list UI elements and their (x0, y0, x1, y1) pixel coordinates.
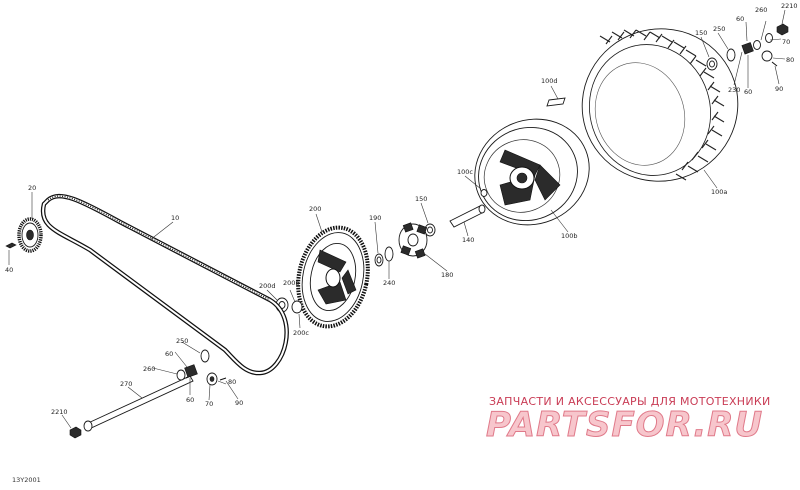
axle-adjuster (184, 364, 198, 378)
callout-80-left: 80 (228, 378, 236, 386)
callout-150-right: 150 (695, 29, 707, 37)
rear-pulley (296, 225, 370, 329)
callout-40: 40 (5, 266, 13, 274)
o-ring (384, 246, 394, 262)
bushing (374, 253, 384, 267)
front-pulley (17, 217, 43, 253)
wheel-nut-right (761, 50, 778, 67)
callout-200: 200 (309, 205, 321, 213)
axle-washer (176, 369, 186, 381)
watermark: ЗАПЧАСТИ И АКСЕССУАРЫ ДЛЯ МОТОТЕХНИКИ PA… (486, 395, 771, 446)
callout-60-left-lower: 60 (186, 396, 194, 404)
callout-2210-left: 2210 (51, 408, 68, 416)
wheel-bearing-right (706, 57, 718, 71)
axle-nut (206, 372, 218, 386)
callout-260-left: 260 (143, 365, 155, 373)
callout-60-right-lower: 60 (744, 88, 752, 96)
watermark-tagline: ЗАПЧАСТИ И АКСЕССУАРЫ ДЛЯ МОТОТЕХНИКИ (489, 395, 771, 408)
axle-cap-nut-right (776, 23, 789, 36)
callout-100b: 100b (561, 232, 578, 240)
pulley-bolt (5, 242, 17, 249)
rear-axle (83, 372, 197, 432)
callout-230: 230 (728, 86, 740, 94)
callout-60-left-upper: 60 (165, 350, 173, 358)
callout-70-right: 70 (782, 38, 790, 46)
diagram-code: 13Y2001 (12, 476, 41, 484)
callout-2210-right: 2210 (781, 2, 798, 10)
callout-140: 140 (462, 236, 474, 244)
axle-end-nut (69, 426, 82, 439)
callout-240: 240 (383, 279, 395, 287)
callout-100c: 100c (457, 168, 473, 176)
callout-250-right: 250 (713, 25, 725, 33)
valve-stem (546, 97, 566, 107)
callout-260-right: 260 (755, 6, 767, 14)
callout-200b: 200b (283, 279, 300, 287)
pulley-washer (291, 300, 303, 314)
wheel-spacer-right (726, 48, 736, 62)
wheel-adjuster-right (741, 42, 754, 55)
callout-250-left: 250 (176, 337, 188, 345)
valve-nut (480, 189, 488, 197)
callout-190: 190 (369, 214, 381, 222)
callout-100a: 100a (711, 188, 727, 196)
cush-drive (398, 222, 428, 259)
callout-200d: 200d (259, 282, 276, 290)
rear-tire (581, 28, 739, 182)
callout-80-right: 80 (786, 56, 794, 64)
axle-cotter (219, 377, 227, 381)
callout-90-right: 90 (775, 85, 783, 93)
rear-rim (474, 118, 590, 226)
callout-200c: 200c (293, 329, 309, 337)
callout-10: 10 (171, 214, 179, 222)
callout-20: 20 (28, 184, 36, 192)
watermark-logo: PARTSFOR.RU (486, 405, 763, 445)
spacer-tube (449, 204, 486, 228)
axle-spacer (200, 349, 210, 363)
callout-270: 270 (120, 380, 132, 388)
callout-150-hub: 150 (415, 195, 427, 203)
callout-100d: 100d (541, 77, 558, 85)
callout-70-left: 70 (205, 400, 213, 408)
callout-60-right-upper: 60 (736, 15, 744, 23)
wheel-washer-right (753, 33, 773, 50)
callout-180: 180 (441, 271, 453, 279)
callout-90-left: 90 (235, 399, 243, 407)
drive-belt (40, 193, 289, 376)
